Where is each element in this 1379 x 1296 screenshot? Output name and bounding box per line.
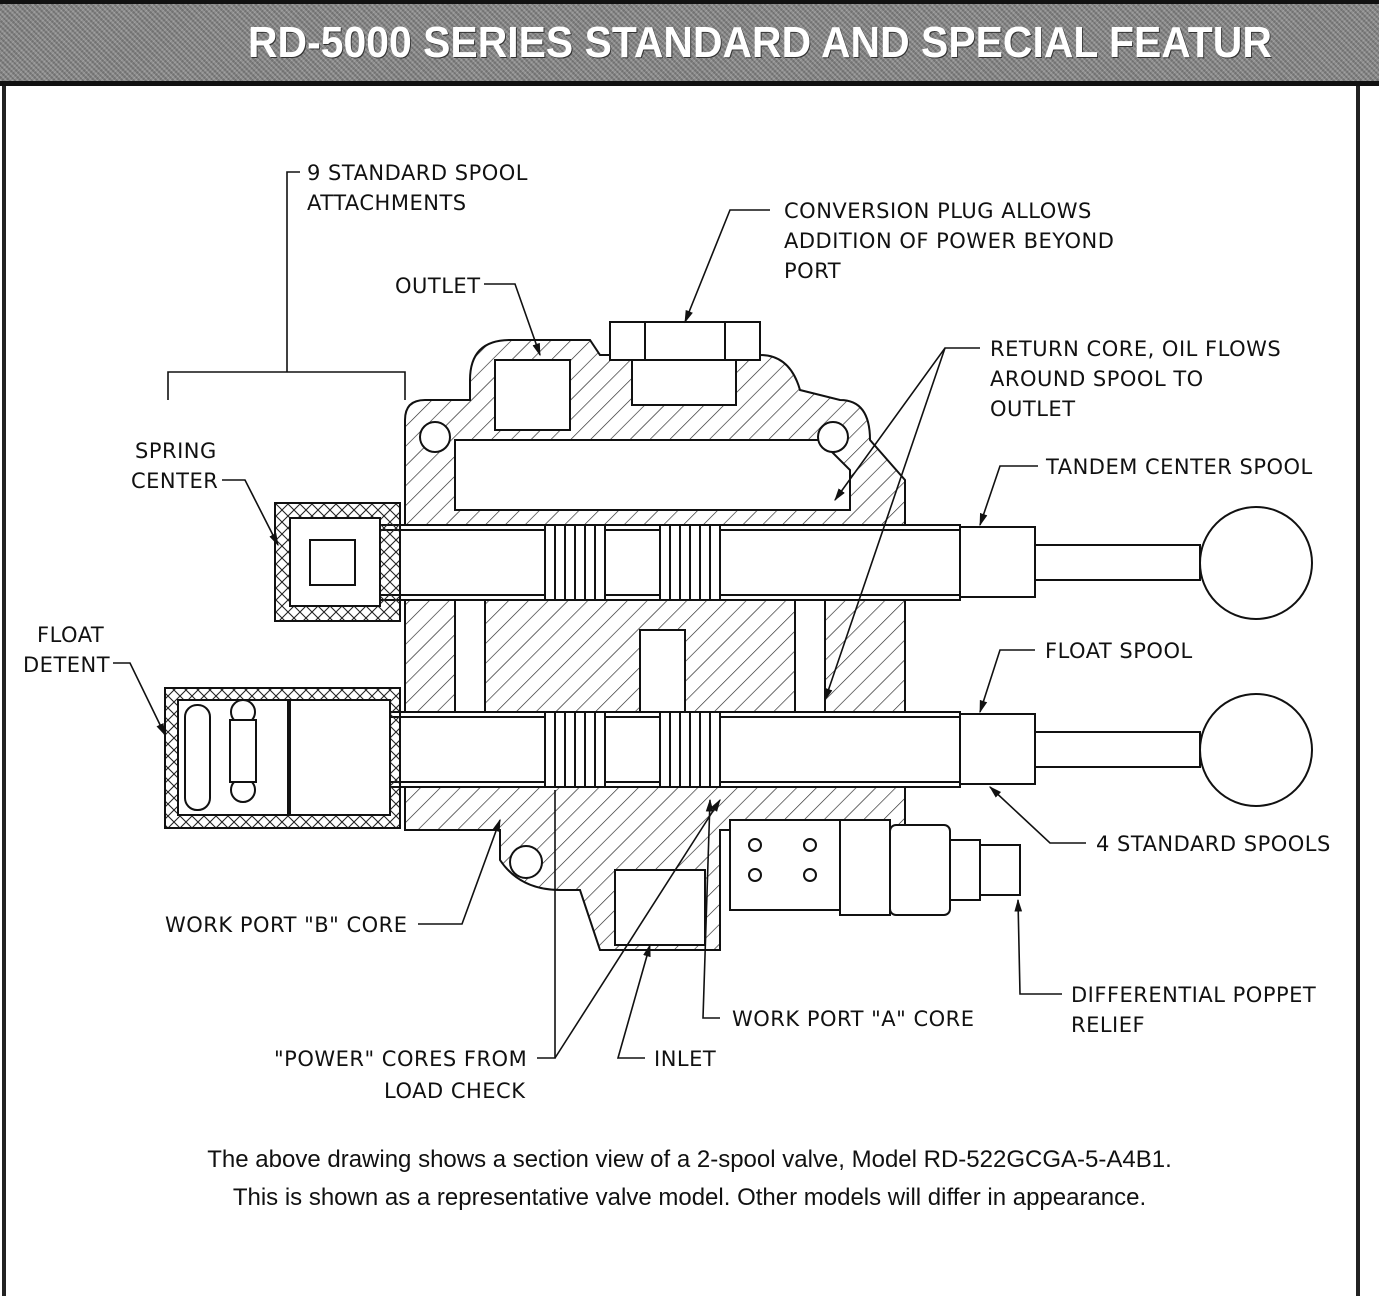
mounting-hole: [419, 421, 451, 453]
handle-clevis-lower: [959, 713, 1036, 785]
label-conversion-plug-1: CONVERSION PLUG ALLOWS: [784, 199, 1092, 223]
handle-knob-lower: [1199, 693, 1313, 807]
frame-border-left: [2, 86, 6, 1296]
spool-lands-lower: [544, 711, 721, 788]
label-differential-poppet-1: DIFFERENTIAL POPPET: [1071, 983, 1316, 1007]
label-float-detent-1: FLOAT: [37, 623, 104, 647]
label-float-spool: FLOAT SPOOL: [1045, 639, 1193, 663]
label-conversion-plug-2: ADDITION OF POWER BEYOND: [784, 229, 1114, 253]
caption-line-2: This is shown as a representative valve …: [232, 1184, 1147, 1211]
label-float-detent-2: DETENT: [23, 653, 110, 677]
outlet-port: [494, 359, 571, 431]
label-outlet: OUTLET: [395, 274, 481, 298]
label-return-core-3: OUTLET: [990, 397, 1076, 421]
label-work-port-b: WORK PORT "B" CORE: [165, 913, 408, 937]
label-work-port-a: WORK PORT "A" CORE: [732, 1007, 975, 1031]
handle-clevis-upper: [959, 526, 1036, 598]
spool-lands-upper: [544, 524, 721, 601]
handle-rod-upper: [1034, 544, 1201, 581]
label-differential-poppet-2: RELIEF: [1071, 1013, 1145, 1037]
callout-labels: 9 STANDARD SPOOL ATTACHMENTS OUTLET CONV…: [23, 161, 1331, 1103]
page-title: RD-5000 SERIES STANDARD AND SPECIAL FEAT…: [248, 18, 1272, 67]
relief-valve: [729, 819, 841, 911]
label-spool-attachments-1: 9 STANDARD SPOOL: [307, 161, 528, 185]
label-spring-center-1: SPRING: [135, 439, 217, 463]
label-power-cores-1: "POWER" CORES FROM: [274, 1047, 527, 1071]
label-return-core-1: RETURN CORE, OIL FLOWS: [990, 337, 1281, 361]
leader-lines: [113, 171, 1086, 1059]
label-inlet: INLET: [654, 1047, 716, 1071]
handle-knob-upper: [1199, 506, 1313, 620]
label-power-cores-2: LOAD CHECK: [384, 1079, 526, 1103]
handle-rod-lower: [1034, 731, 1201, 768]
label-spring-center-2: CENTER: [131, 469, 218, 493]
label-spool-attachments-2: ATTACHMENTS: [307, 191, 467, 215]
label-tandem-center-spool: TANDEM CENTER SPOOL: [1045, 455, 1313, 479]
header-banner: RD-5000 SERIES STANDARD AND SPECIAL FEAT…: [0, 0, 1379, 86]
spools: [164, 502, 1313, 829]
frame-border-right: [1356, 86, 1360, 1296]
caption-line-1: The above drawing shows a section view o…: [207, 1146, 1172, 1173]
mounting-hole: [817, 421, 849, 453]
inlet-port: [614, 869, 706, 946]
label-return-core-2: AROUND SPOOL TO: [990, 367, 1204, 391]
mounting-hole: [509, 845, 543, 879]
conversion-plug: [609, 321, 761, 361]
label-standard-spools: 4 STANDARD SPOOLS: [1096, 832, 1331, 856]
valve-body: [374, 321, 1021, 951]
label-conversion-plug-3: PORT: [784, 259, 841, 283]
